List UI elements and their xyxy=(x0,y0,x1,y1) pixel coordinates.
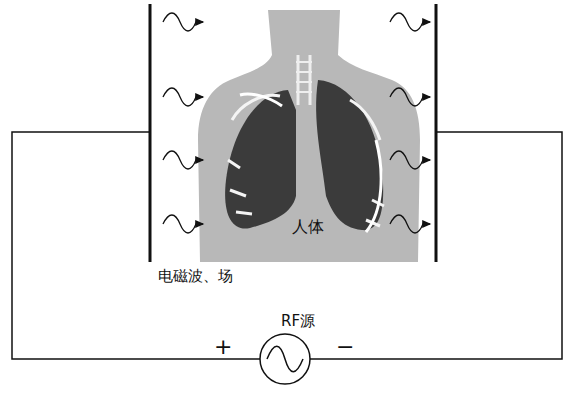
right-wire xyxy=(310,132,562,359)
wave-arrow xyxy=(163,13,203,31)
body-node: 人体 xyxy=(292,218,324,236)
wave-arrow xyxy=(163,215,203,233)
left-wire xyxy=(12,132,260,359)
wave-arrow xyxy=(163,88,203,106)
sine-symbol xyxy=(267,346,303,372)
minus-sign: − xyxy=(336,334,354,359)
rf-source-node: RF源 xyxy=(281,313,315,330)
right-plate xyxy=(435,4,438,262)
right-lung xyxy=(225,90,296,229)
node-label: RF源 xyxy=(281,313,315,330)
wave-arrow xyxy=(390,151,430,169)
pleura xyxy=(240,94,381,232)
node-label: 人体 xyxy=(292,218,324,236)
rf-source-symbol xyxy=(260,334,310,384)
em-waves xyxy=(163,13,430,233)
wave-arrow xyxy=(163,151,203,169)
plus-sign: + xyxy=(214,334,232,359)
wave-arrow xyxy=(390,13,430,31)
field-label: 电磁波、场 xyxy=(158,268,233,285)
wave-arrow xyxy=(390,88,430,106)
left-plate xyxy=(149,4,152,262)
body-silhouette xyxy=(198,10,420,262)
wave-arrow xyxy=(390,215,430,233)
ribs xyxy=(228,95,384,226)
left-lung xyxy=(316,80,383,230)
